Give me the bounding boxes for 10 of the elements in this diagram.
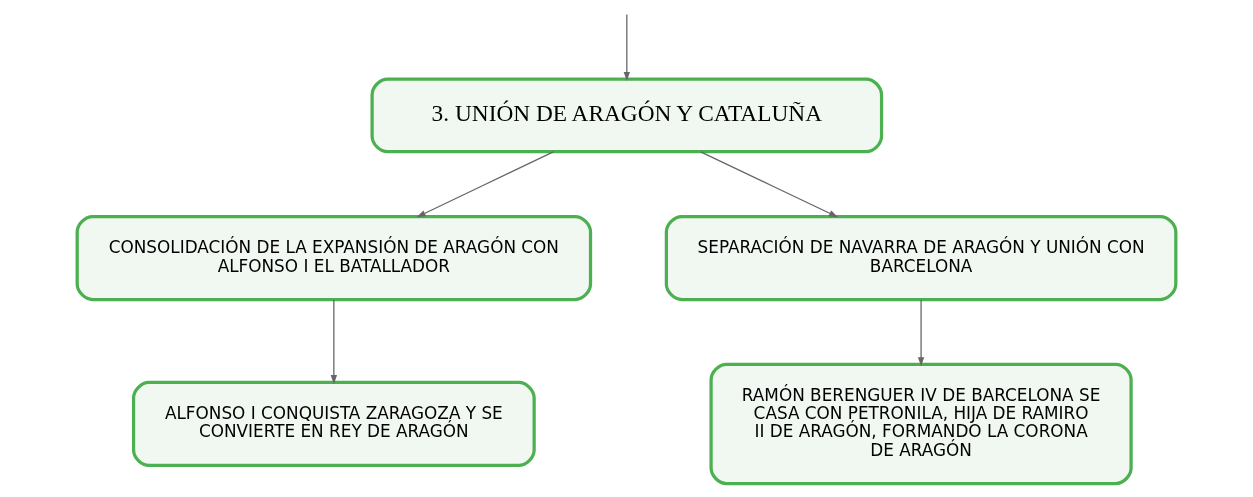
node-box: RAMÓN BERENGUER IV DE BARCELONA SE CASA CON PETRONILA, HIJA DE RAMIRO II DE ARAGÓN, FORMANDO LA CORONA DE ARAGÓN — [709, 362, 1133, 486]
arrow — [330, 299, 338, 385]
node-box: 3. UNIÓN DE ARAGÓN Y CATALUÑA — [370, 77, 884, 154]
node-box: SEPARACIÓN DE NAVARRA DE ARAGÓN Y UNIÓN CON BARCELONA — [664, 214, 1178, 302]
arrow — [623, 13, 630, 81]
arrow — [917, 299, 925, 367]
arrow — [700, 151, 838, 218]
node-box: ALFONSO I CONQUISTA ZARAGOZA Y SE CONVIERTE EN REY DE ARAGÓN — [131, 380, 536, 468]
arrow — [416, 151, 554, 218]
node-box: CONSOLIDACIÓN DE LA EXPANSIÓN DE ARAGÓN CON ALFONSO I EL BATALLADOR — [75, 214, 593, 302]
